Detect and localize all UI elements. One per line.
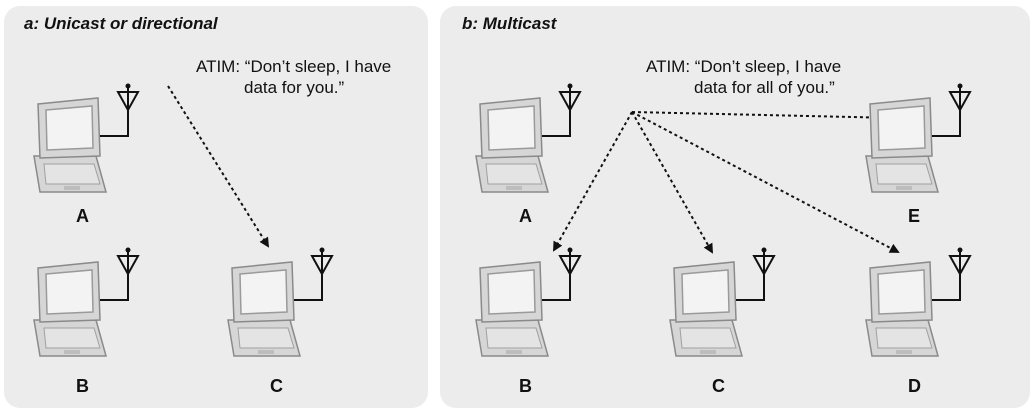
laptop-a-a xyxy=(33,82,139,193)
panel-a-title: a: Unicast or directional xyxy=(24,14,218,33)
node-label-a-c: C xyxy=(270,376,283,396)
panel-a-atim-message: ATIM: “Don’t sleep, I have data for you.… xyxy=(196,56,391,98)
laptop-b-e xyxy=(865,82,971,193)
node-label-a-b: B xyxy=(76,376,89,396)
panel-a-message-line2: data for you.” xyxy=(244,78,345,97)
laptop-a-c xyxy=(227,246,333,357)
arrow-b-a-to-b xyxy=(553,111,633,252)
laptop-a-b xyxy=(33,246,139,357)
node-label-b-b: B xyxy=(519,376,532,396)
arrow-b-a-to-c xyxy=(631,111,713,254)
node-label-a-a: A xyxy=(76,206,89,226)
node-label-b-c: C xyxy=(712,376,725,396)
arrow-b-a-to-d xyxy=(631,111,900,253)
laptop-b-b xyxy=(475,246,581,357)
panel-b-message-line1: ATIM: “Don’t sleep, I have xyxy=(646,57,842,76)
laptop-b-c xyxy=(669,246,775,357)
panel-b-message-line2: data for all of you.” xyxy=(694,78,835,97)
arrow-a-a-to-c xyxy=(167,85,270,248)
laptop-b-d xyxy=(865,246,971,357)
laptop-b-a xyxy=(475,82,581,193)
arrow-b-a-to-e xyxy=(631,111,898,123)
node-label-b-a: A xyxy=(519,206,532,226)
node-label-b-e: E xyxy=(908,206,921,226)
panel-b-atim-message: ATIM: “Don’t sleep, I have data for all … xyxy=(646,56,841,98)
panel-a-message-line1: ATIM: “Don’t sleep, I have xyxy=(196,57,392,76)
panel-b-title: b: Multicast xyxy=(462,14,557,33)
node-label-b-d: D xyxy=(908,376,921,396)
